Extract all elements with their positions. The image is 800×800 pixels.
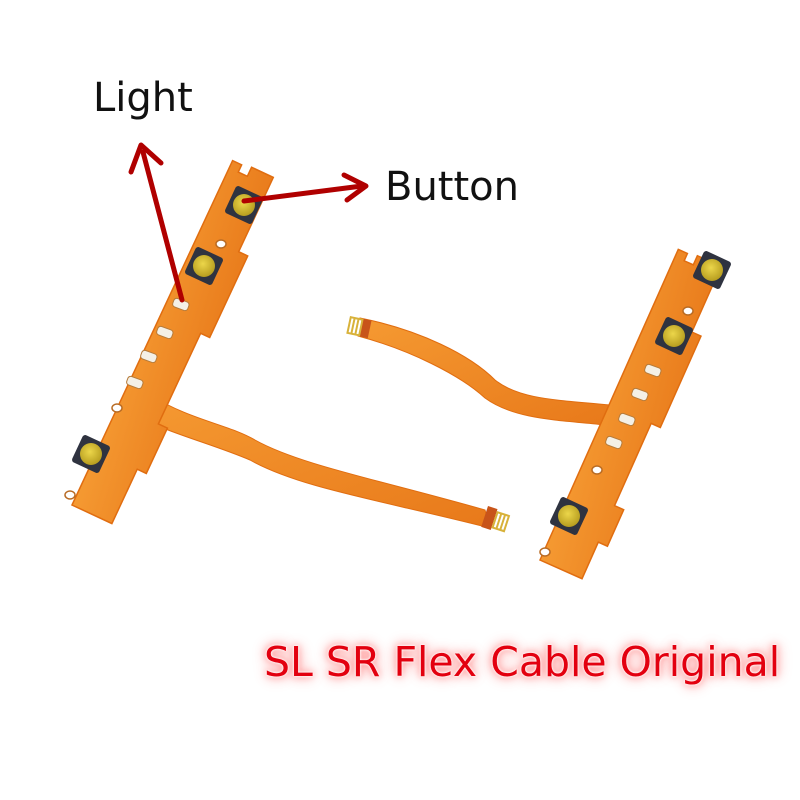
right-connector xyxy=(346,316,372,339)
right-button-mid xyxy=(655,317,693,355)
left-connector xyxy=(481,506,511,533)
right-button-top xyxy=(693,251,731,289)
light-label: Light xyxy=(93,75,193,121)
right-flex-cable xyxy=(346,248,731,580)
product-caption: SL SR Flex Cable Original xyxy=(264,638,781,686)
button-arrow xyxy=(241,172,369,204)
right-mount-holes xyxy=(539,306,694,557)
left-button-mid xyxy=(185,247,223,285)
light-arrow xyxy=(128,142,185,303)
right-leds xyxy=(605,363,662,450)
right-button-bottom xyxy=(550,497,588,535)
left-ribbon xyxy=(139,394,491,529)
left-flex-cable xyxy=(64,159,511,533)
button-label: Button xyxy=(385,164,519,210)
left-leds xyxy=(126,297,190,390)
left-button-bottom xyxy=(72,435,110,473)
right-ribbon xyxy=(357,317,611,426)
left-mount-holes xyxy=(64,239,227,500)
